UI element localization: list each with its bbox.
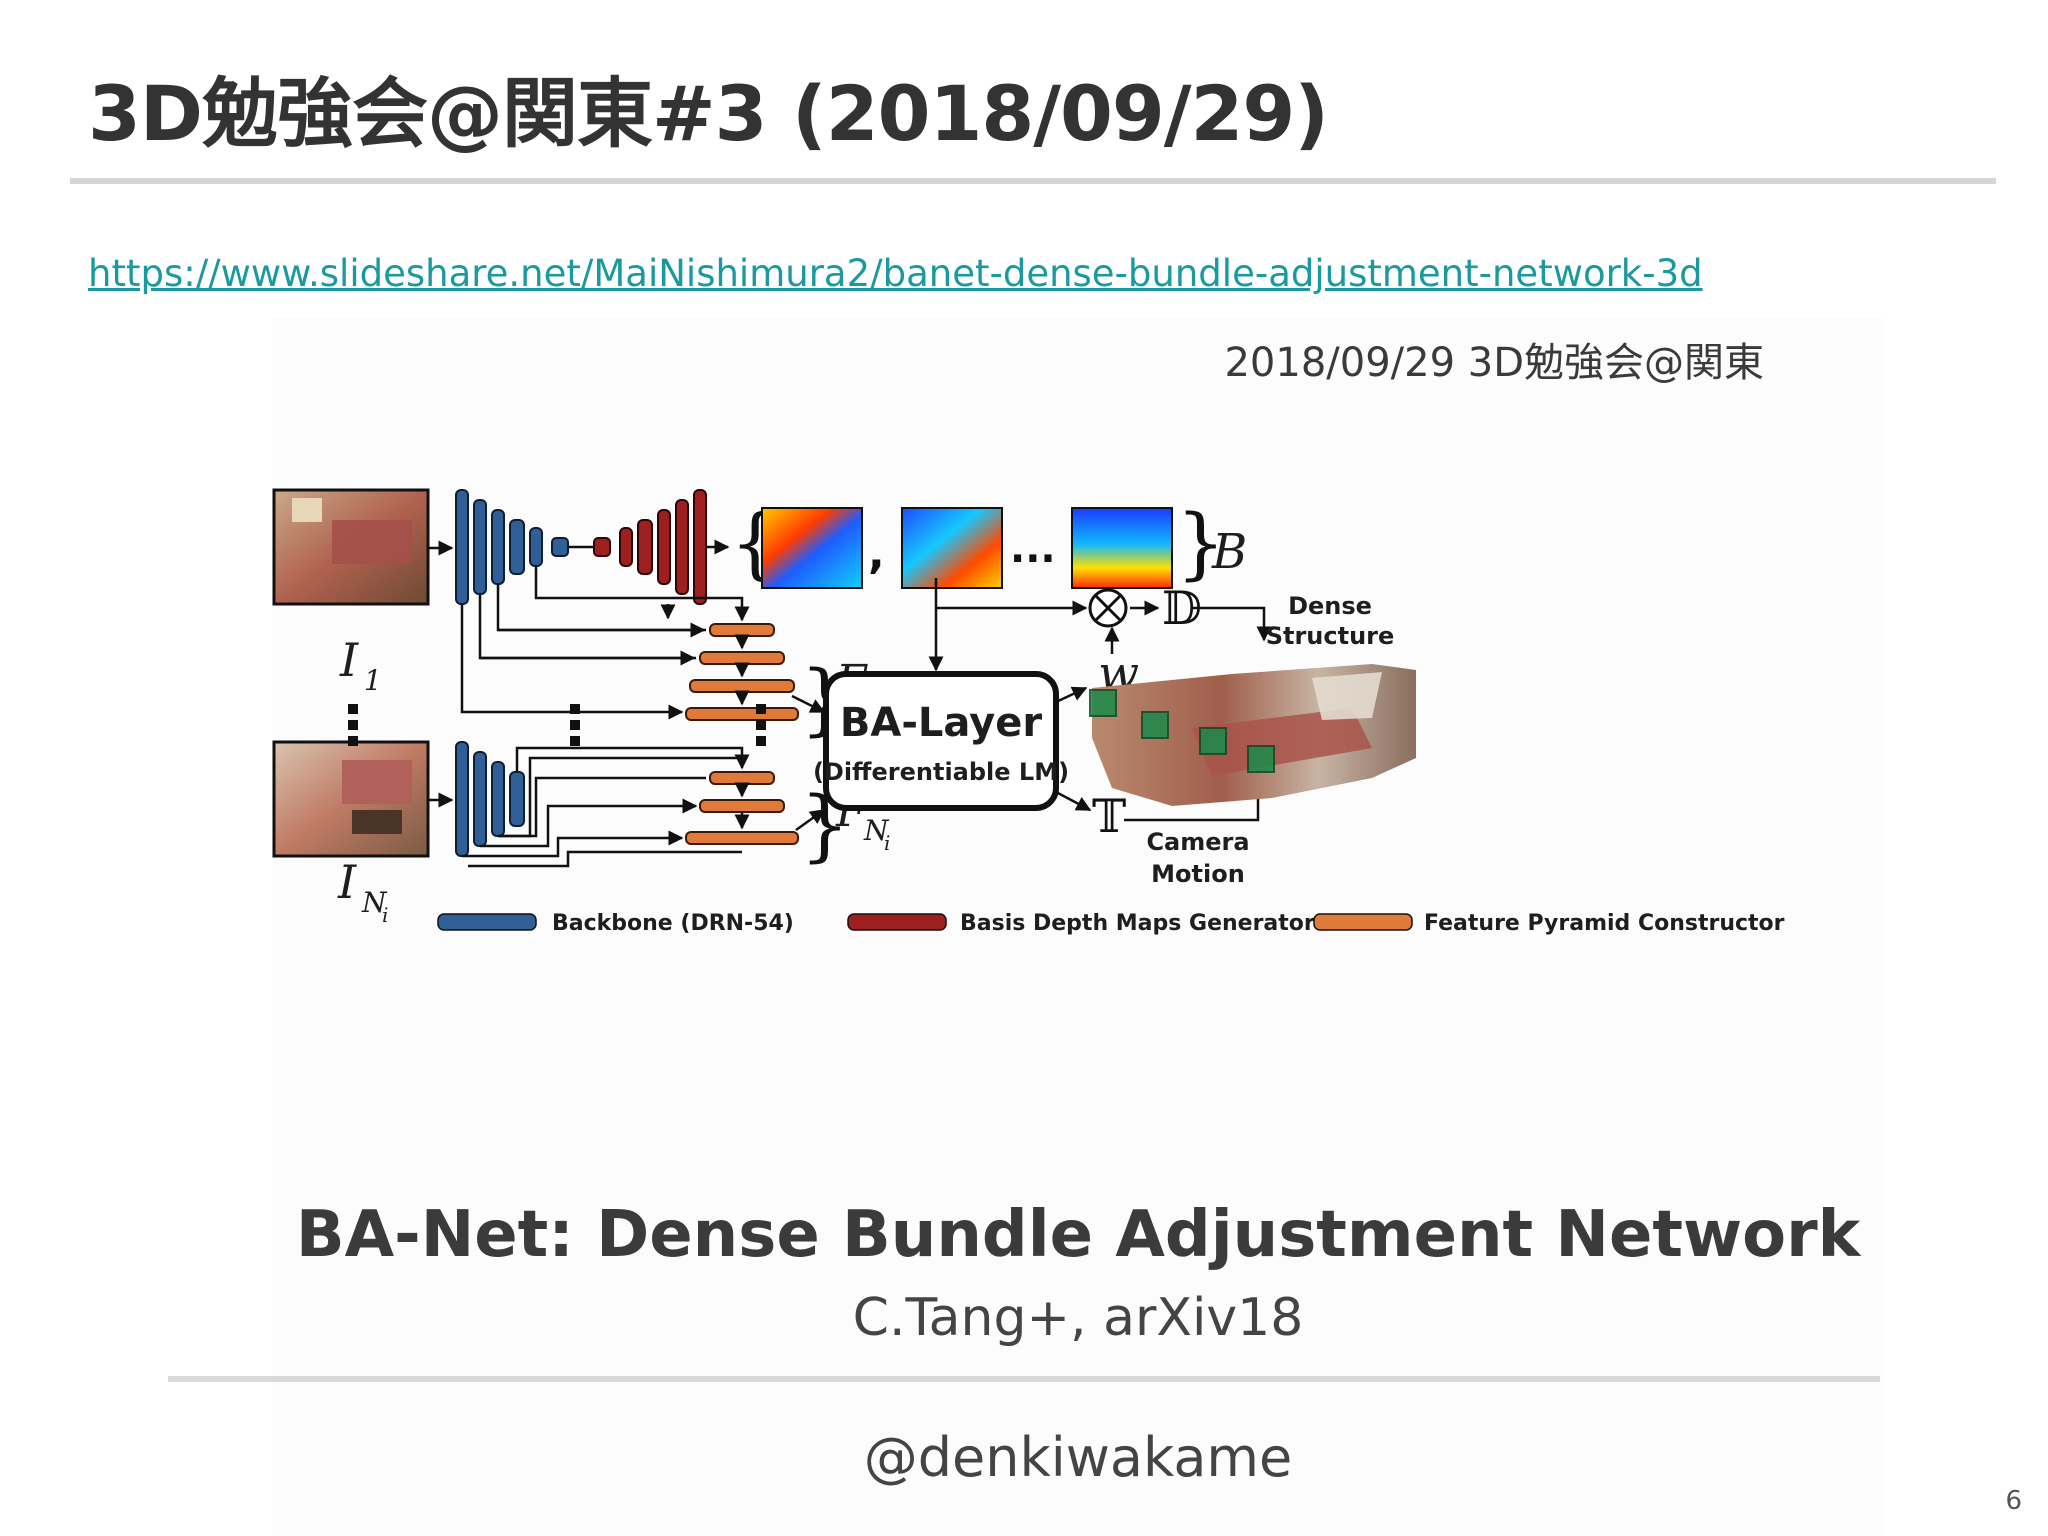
legend-swatch-pyramid: [1314, 914, 1412, 930]
basis-generator-layer: [594, 538, 610, 556]
basis-generator-layer: [676, 500, 688, 594]
slide-title: 3D勉強会@関東#3 (2018/09/29): [88, 52, 1328, 162]
input-symbol-last: I: [337, 855, 357, 909]
title-divider: [70, 178, 1996, 184]
basis-generator-layer: [658, 510, 670, 584]
transform-symbol: 𝕋: [1092, 789, 1126, 843]
depth-ellipsis: ...: [1010, 526, 1056, 572]
basis-generator-layer: [694, 490, 706, 604]
embed-divider: [168, 1376, 1880, 1382]
legend-swatch-backbone: [438, 914, 536, 930]
input-symbol-first-sub: 1: [364, 664, 382, 697]
camera-motion-label-line1: Camera: [1146, 828, 1249, 856]
backbone-layer: [456, 490, 468, 604]
camera-motion-label-line2: Motion: [1151, 860, 1245, 888]
paper-title: BA-Net: Dense Bundle Adjustment Network: [272, 1198, 1884, 1272]
feature-pyramid-level: [700, 800, 784, 812]
backbone-layer: [510, 772, 524, 826]
dense-structure-label-line2: Structure: [1266, 622, 1395, 650]
input-image-last: [274, 742, 428, 856]
basis-generator-layer: [620, 528, 632, 566]
legend-swatch-basis: [848, 914, 946, 930]
legend-label-backbone: Backbone (DRN-54): [552, 911, 794, 936]
backbone-layer: [474, 500, 486, 594]
banet-architecture-figure: { , ... } B } F 1 I: [272, 458, 1884, 1098]
input-symbol-last-subsub: i: [382, 903, 388, 927]
backbone-layer: [456, 742, 468, 856]
feature-pyramid-level: [686, 832, 798, 844]
feature-pyramid-level: [686, 708, 798, 720]
figure-legend: Backbone (DRN-54) Basis Depth Maps Gener…: [438, 911, 1785, 936]
comma: ,: [868, 528, 885, 579]
backbone-layer: [552, 538, 568, 556]
ba-layer-title: BA-Layer: [840, 700, 1043, 746]
ba-layer-subtitle: (Differentiable LM): [813, 758, 1069, 786]
embed-date-line: 2018/09/29 3D勉強会@関東: [1224, 330, 1764, 388]
page-number: 6: [2005, 1486, 2022, 1516]
depth-symbol: 𝔻: [1162, 581, 1202, 635]
slideshare-link[interactable]: https://www.slideshare.net/MaiNishimura2…: [88, 252, 1703, 295]
input-symbol-first: I: [339, 633, 359, 687]
author-handle: @denkiwakame: [272, 1426, 1884, 1489]
feature-pyramid-level: [710, 772, 774, 784]
basis-depth-map: [902, 508, 1002, 588]
basis-depth-map: [1072, 508, 1172, 588]
embedded-slide: 2018/09/29 3D勉強会@関東: [272, 318, 1884, 1536]
dense-structure-label-line1: Dense: [1288, 592, 1372, 620]
reconstructed-scene-image: [1090, 664, 1416, 806]
feature-pyramid-level: [700, 652, 784, 664]
legend-label-basis: Basis Depth Maps Generator: [960, 911, 1315, 936]
backbone-layer: [510, 520, 524, 574]
feature-pyramid-level: [690, 680, 794, 692]
feature-pyramid-level: [710, 624, 774, 636]
backbone-layer: [474, 752, 486, 846]
backbone-layer: [492, 510, 504, 584]
backbone-layer: [530, 528, 542, 566]
feature-symbol-last-subsub: i: [884, 831, 890, 855]
basis-symbol: B: [1211, 524, 1247, 580]
paper-authors: C.Tang+, arXiv18: [272, 1288, 1884, 1348]
input-image-first: [274, 490, 428, 604]
basis-depth-map: [762, 508, 862, 588]
backbone-layer: [492, 762, 504, 836]
basis-generator-layer: [638, 520, 652, 574]
legend-label-pyramid: Feature Pyramid Constructor: [1424, 911, 1785, 936]
